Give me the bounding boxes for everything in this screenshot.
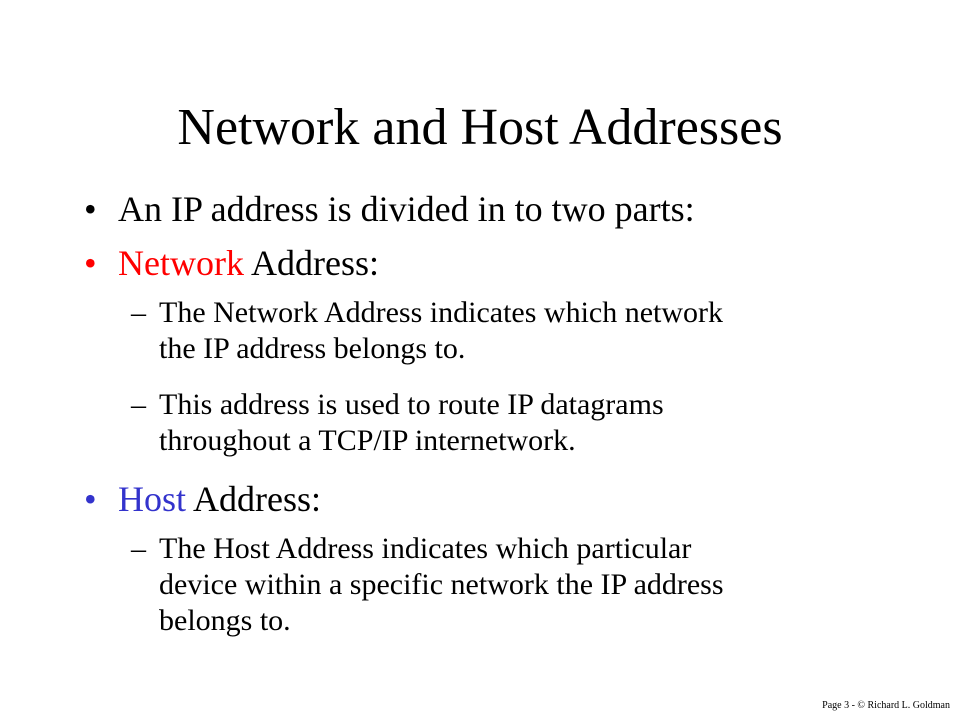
- bullet-heading: Network Address:: [118, 242, 379, 284]
- host-highlight: Host: [118, 479, 187, 519]
- bullet-network-address: • Network Address:: [84, 242, 379, 284]
- bullet-marker: •: [84, 243, 97, 283]
- slide-title: Network and Host Addresses: [177, 99, 783, 156]
- bullet-heading-rest: Address:: [186, 479, 322, 519]
- sub-item-line: the IP address belongs to.: [159, 332, 466, 365]
- bullet-heading-rest: Address:: [243, 243, 379, 283]
- sub-item-marker: –: [131, 388, 146, 421]
- sub-item-marker: –: [131, 296, 146, 329]
- bullet-marker: •: [84, 479, 97, 519]
- bullet-marker: •: [84, 189, 97, 229]
- sub-item-line: The Network Address indicates which netw…: [159, 296, 724, 329]
- network-highlight: Network: [118, 243, 244, 283]
- sub-item-line: The Host Address indicates which particu…: [159, 532, 692, 565]
- bullet-text: An IP address is divided in to two parts…: [118, 189, 695, 229]
- sub-item-line: This address is used to route IP datagra…: [159, 388, 664, 421]
- footer-page-copyright: Page 3 - © Richard L. Goldman: [822, 700, 950, 711]
- bullet-heading: Host Address:: [118, 478, 321, 520]
- bullet-host-address: • Host Address:: [84, 478, 321, 520]
- sub-item-line: throughout a TCP/IP internetwork.: [159, 424, 576, 457]
- sub-item-marker: –: [131, 532, 146, 565]
- bullet-ip-address-parts: • An IP address is divided in to two par…: [84, 188, 695, 230]
- sub-item-line: belongs to.: [159, 604, 291, 637]
- sub-item-line: device within a specific network the IP …: [159, 568, 724, 601]
